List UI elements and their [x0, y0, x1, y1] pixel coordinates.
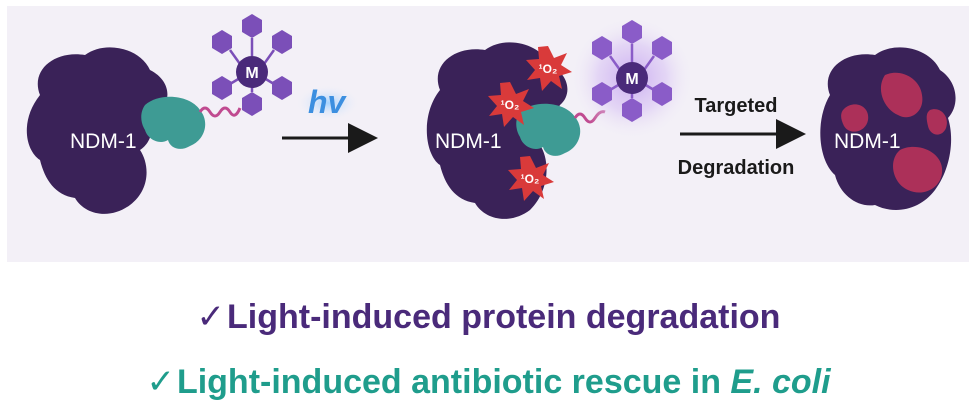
protein-label: NDM-1 [70, 130, 137, 153]
light-step: hv [282, 84, 378, 153]
claim-text: Light-induced protein degradation [227, 298, 781, 336]
step-label-line1: Targeted [695, 95, 778, 117]
linker-wave [198, 106, 242, 118]
check-icon: ✓ [146, 362, 175, 402]
claim-antibiotic-rescue: ✓Light-induced antibiotic rescue in E. c… [0, 362, 977, 402]
ros-burst-1: ¹O₂ [526, 46, 572, 91]
metal-complex-1: M [212, 14, 292, 116]
light-label: hv [308, 84, 348, 120]
metal-label-2: M [625, 71, 638, 88]
metal-complex-2: M [570, 16, 694, 140]
protein-panel-1: NDM-1 [26, 47, 242, 214]
protein-label-3: NDM-1 [834, 130, 901, 153]
organism-name: E. coli [730, 363, 831, 401]
binder-shape-2 [516, 103, 581, 156]
protein-label-2: NDM-1 [435, 130, 502, 153]
mechanism-scheme: NDM-1 M hv NDM-1 [26, 14, 956, 219]
step-label-line2: Degradation [678, 157, 795, 179]
degradation-step: Targeted Degradation [678, 95, 806, 179]
claim-protein-degradation: ✓Light-induced protein degradation [0, 297, 977, 337]
ndm1-protein-shape [26, 47, 168, 214]
check-icon: ✓ [196, 297, 226, 337]
ros-label: ¹O₂ [539, 62, 558, 76]
ros-label: ¹O₂ [521, 172, 540, 186]
ros-burst-2: ¹O₂ [488, 82, 534, 127]
ros-burst-3: ¹O₂ [508, 156, 554, 201]
ros-label: ¹O₂ [501, 98, 520, 112]
claim-text: Light-induced antibiotic rescue in [176, 363, 731, 401]
metal-label: M [245, 65, 258, 82]
degraded-protein: NDM-1 [820, 47, 956, 211]
binder-shape [141, 96, 206, 149]
